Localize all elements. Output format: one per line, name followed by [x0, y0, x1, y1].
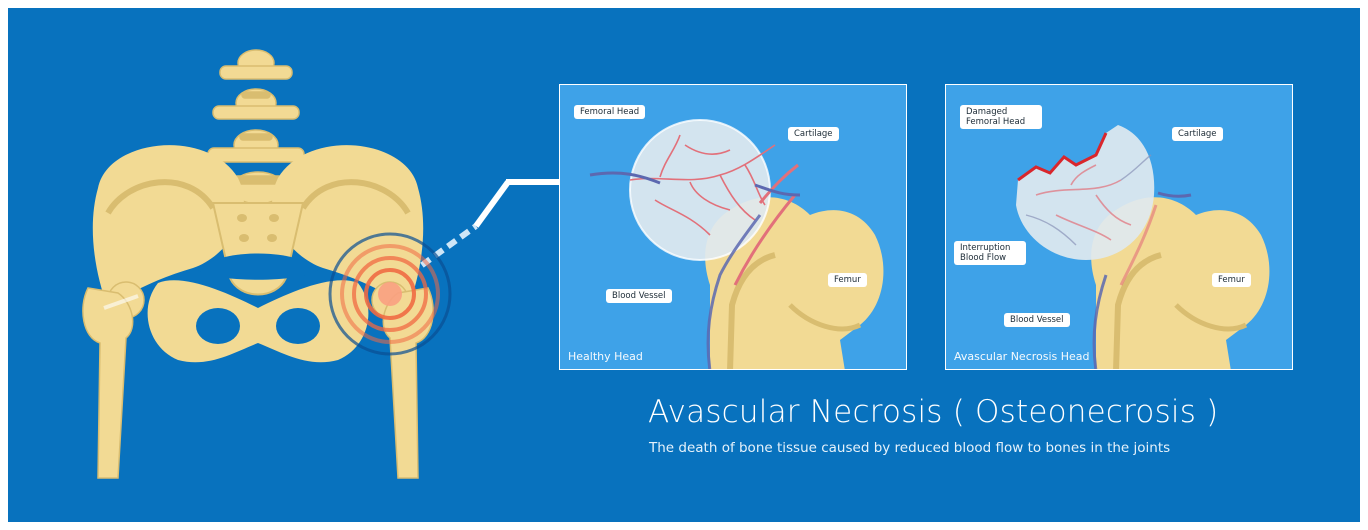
panel-caption-healthy: Healthy Head: [568, 350, 643, 363]
label-femoral-head: Femoral Head: [574, 105, 645, 119]
necrosis-head-panel: Damaged Femoral Head Cartilage Interrupt…: [945, 84, 1293, 370]
label-damaged-line2: Femoral Head: [966, 117, 1025, 127]
label-interruption-line2: Blood Flow: [960, 253, 1006, 263]
label-blood-vessel: Blood Vessel: [606, 289, 672, 303]
label-damaged-femoral-head: Damaged Femoral Head: [960, 105, 1042, 129]
infographic: Femoral Head Cartilage Blood Vessel Femu…: [8, 8, 1360, 522]
label-interruption-line1: Interruption: [960, 243, 1010, 253]
panel-caption-necrosis: Avascular Necrosis Head: [954, 350, 1090, 363]
pointer-line-solid: [476, 182, 508, 226]
label-cartilage-necrosis: Cartilage: [1172, 127, 1223, 141]
label-cartilage: Cartilage: [788, 127, 839, 141]
label-blood-vessel-necrosis: Blood Vessel: [1004, 313, 1070, 327]
healthy-head-panel: Femoral Head Cartilage Blood Vessel Femu…: [559, 84, 907, 370]
main-subtitle: The death of bone tissue caused by reduc…: [649, 440, 1170, 456]
pelvis-illustration: [8, 8, 568, 522]
label-femur: Femur: [828, 273, 867, 287]
label-interruption-blood-flow: Interruption Blood Flow: [954, 241, 1026, 265]
label-femur-necrosis: Femur: [1212, 273, 1251, 287]
main-title: Avascular Necrosis ( Osteonecrosis ): [648, 394, 1218, 430]
label-damaged-line1: Damaged: [966, 107, 1007, 117]
healthy-head-illustration: [560, 85, 907, 370]
